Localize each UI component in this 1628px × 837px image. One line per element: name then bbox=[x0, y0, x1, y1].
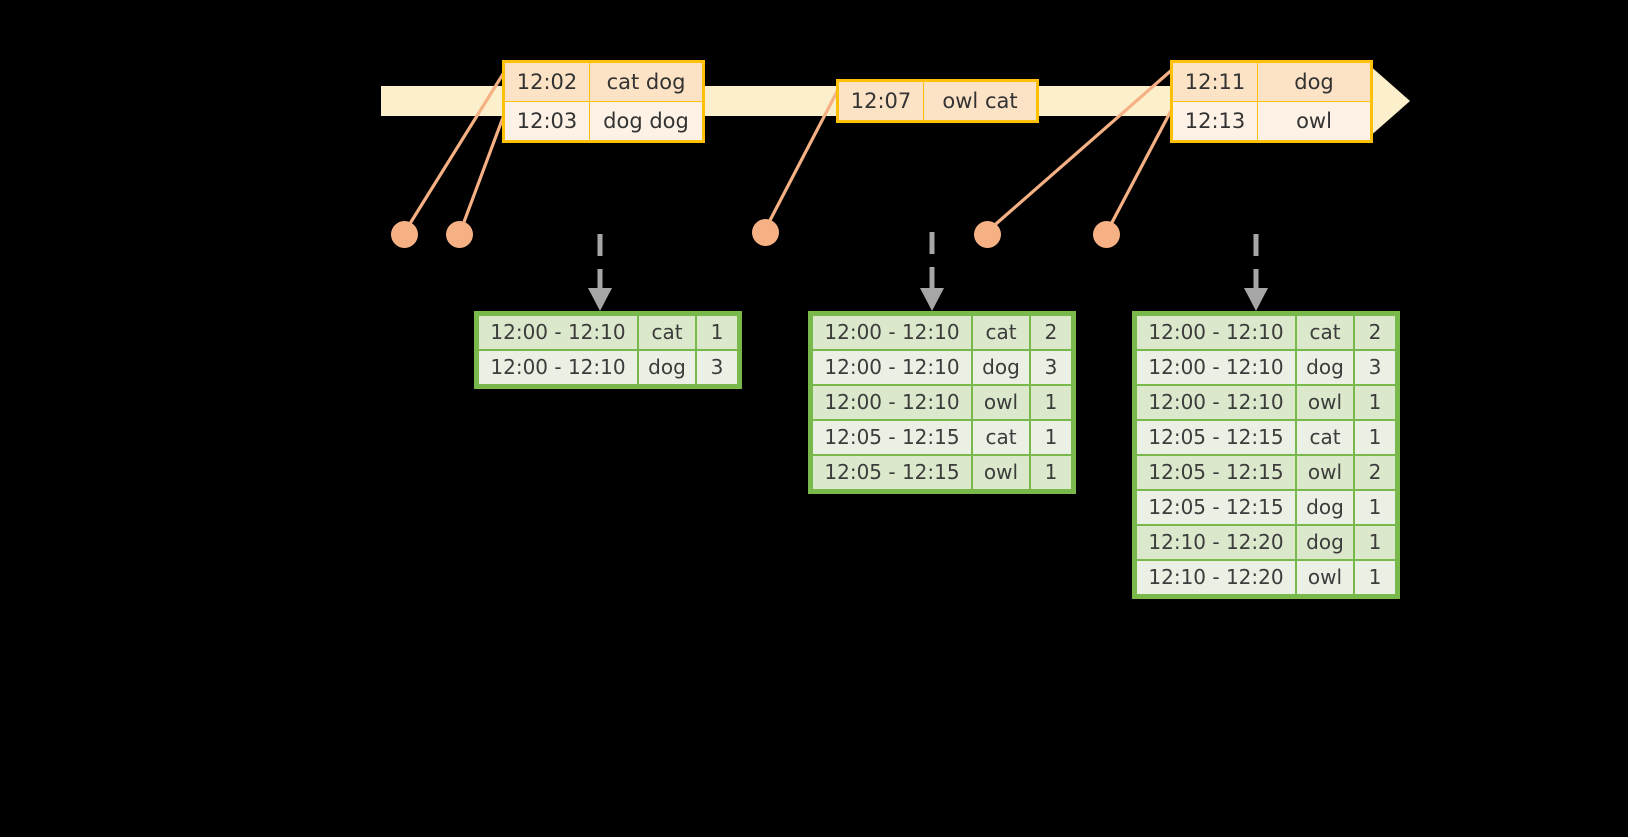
window-range: 12:00 - 12:10 bbox=[1137, 316, 1295, 349]
count-value: 1 bbox=[1355, 491, 1395, 524]
window-range: 12:05 - 12:15 bbox=[1137, 491, 1295, 524]
table-row[interactable]: 12:00 - 12:10 owl 1 bbox=[813, 386, 1071, 419]
event-row[interactable]: 12:13 owl bbox=[1171, 101, 1372, 142]
window-range: 12:10 - 12:20 bbox=[1137, 526, 1295, 559]
event-words: dog dog bbox=[589, 101, 704, 142]
table-row[interactable]: 12:05 - 12:15 cat 1 bbox=[813, 421, 1071, 454]
event-group-1[interactable]: 12:02 cat dog 12:03 dog dog bbox=[502, 60, 705, 143]
table-row[interactable]: 12:00 - 12:10 cat 1 bbox=[479, 316, 737, 349]
event-row[interactable]: 12:03 dog dog bbox=[503, 101, 704, 142]
word-value: dog bbox=[973, 351, 1029, 384]
event-words: owl cat bbox=[923, 80, 1038, 122]
count-value: 3 bbox=[697, 351, 737, 384]
count-value: 1 bbox=[1355, 526, 1395, 559]
event-words: cat dog bbox=[589, 61, 704, 102]
table-row[interactable]: 12:05 - 12:15 owl 2 bbox=[1137, 456, 1395, 489]
event-words: owl bbox=[1257, 101, 1372, 142]
table-row[interactable]: 12:00 - 12:10 dog 3 bbox=[813, 351, 1071, 384]
count-value: 1 bbox=[1031, 421, 1071, 454]
window-range: 12:00 - 12:10 bbox=[813, 386, 971, 419]
count-value: 1 bbox=[1355, 561, 1395, 594]
event-marker-1 bbox=[391, 221, 418, 248]
window-range: 12:05 - 12:15 bbox=[813, 421, 971, 454]
event-marker-2 bbox=[446, 221, 473, 248]
word-value: cat bbox=[973, 316, 1029, 349]
word-value: owl bbox=[973, 386, 1029, 419]
event-time: 12:11 bbox=[1171, 61, 1258, 102]
count-value: 1 bbox=[697, 316, 737, 349]
event-group-3[interactable]: 12:11 dog 12:13 owl bbox=[1170, 60, 1373, 143]
table-row[interactable]: 12:05 - 12:15 dog 1 bbox=[1137, 491, 1395, 524]
event-marker-4 bbox=[974, 221, 1001, 248]
table-row[interactable]: 12:00 - 12:10 dog 3 bbox=[479, 351, 737, 384]
count-value: 3 bbox=[1031, 351, 1071, 384]
event-marker-5 bbox=[1093, 221, 1120, 248]
word-value: owl bbox=[973, 456, 1029, 489]
event-time: 12:13 bbox=[1171, 101, 1258, 142]
word-value: cat bbox=[1297, 316, 1353, 349]
window-range: 12:00 - 12:10 bbox=[1137, 351, 1295, 384]
window-range: 12:10 - 12:20 bbox=[1137, 561, 1295, 594]
table-row[interactable]: 12:05 - 12:15 cat 1 bbox=[1137, 421, 1395, 454]
table-row[interactable]: 12:00 - 12:10 dog 3 bbox=[1137, 351, 1395, 384]
window-range: 12:00 - 12:10 bbox=[813, 316, 971, 349]
count-value: 3 bbox=[1355, 351, 1395, 384]
count-value: 2 bbox=[1355, 456, 1395, 489]
count-value: 1 bbox=[1355, 421, 1395, 454]
word-value: owl bbox=[1297, 561, 1353, 594]
connector-line-1 bbox=[404, 64, 510, 232]
word-value: dog bbox=[1297, 351, 1353, 384]
window-range: 12:00 - 12:10 bbox=[479, 316, 637, 349]
window-range: 12:00 - 12:10 bbox=[813, 351, 971, 384]
word-value: owl bbox=[1297, 456, 1353, 489]
event-marker-3 bbox=[752, 219, 779, 246]
flow-arrow-head-2 bbox=[920, 288, 944, 311]
event-row[interactable]: 12:02 cat dog bbox=[503, 61, 704, 102]
flow-arrows bbox=[597, 232, 1259, 290]
event-group-2[interactable]: 12:07 owl cat bbox=[836, 79, 1039, 123]
connector-line-5 bbox=[1106, 103, 1176, 232]
window-range: 12:05 - 12:15 bbox=[1137, 456, 1295, 489]
table-row[interactable]: 12:00 - 12:10 cat 2 bbox=[1137, 316, 1395, 349]
event-row[interactable]: 12:07 owl cat bbox=[837, 80, 1038, 122]
word-value: cat bbox=[639, 316, 695, 349]
result-table-2[interactable]: 12:00 - 12:10 cat 2 12:00 - 12:10 dog 3 … bbox=[808, 311, 1076, 494]
count-value: 1 bbox=[1031, 386, 1071, 419]
event-row[interactable]: 12:11 dog bbox=[1171, 61, 1372, 102]
flow-arrow-heads bbox=[588, 288, 1268, 311]
flow-arrow-head-3 bbox=[1244, 288, 1268, 311]
word-value: owl bbox=[1297, 386, 1353, 419]
count-value: 1 bbox=[1355, 386, 1395, 419]
event-words: dog bbox=[1257, 61, 1372, 102]
window-range: 12:05 - 12:15 bbox=[813, 456, 971, 489]
word-value: dog bbox=[1297, 526, 1353, 559]
table-row[interactable]: 12:00 - 12:10 owl 1 bbox=[1137, 386, 1395, 419]
connector-line-2 bbox=[459, 102, 510, 232]
result-table-3[interactable]: 12:00 - 12:10 cat 2 12:00 - 12:10 dog 3 … bbox=[1132, 311, 1400, 599]
word-value: dog bbox=[639, 351, 695, 384]
event-time: 12:02 bbox=[503, 61, 590, 102]
word-value: dog bbox=[1297, 491, 1353, 524]
table-row[interactable]: 12:10 - 12:20 owl 1 bbox=[1137, 561, 1395, 594]
window-range: 12:05 - 12:15 bbox=[1137, 421, 1295, 454]
table-row[interactable]: 12:10 - 12:20 dog 1 bbox=[1137, 526, 1395, 559]
word-value: cat bbox=[973, 421, 1029, 454]
window-range: 12:00 - 12:10 bbox=[479, 351, 637, 384]
event-time: 12:07 bbox=[837, 80, 924, 122]
connector-line-3 bbox=[764, 84, 842, 230]
table-row[interactable]: 12:05 - 12:15 owl 1 bbox=[813, 456, 1071, 489]
flow-arrow-head-1 bbox=[588, 288, 612, 311]
count-value: 2 bbox=[1355, 316, 1395, 349]
event-time: 12:03 bbox=[503, 101, 590, 142]
table-row[interactable]: 12:00 - 12:10 cat 2 bbox=[813, 316, 1071, 349]
word-value: cat bbox=[1297, 421, 1353, 454]
count-value: 2 bbox=[1031, 316, 1071, 349]
result-table-1[interactable]: 12:00 - 12:10 cat 1 12:00 - 12:10 dog 3 bbox=[474, 311, 742, 389]
count-value: 1 bbox=[1031, 456, 1071, 489]
window-range: 12:00 - 12:10 bbox=[1137, 386, 1295, 419]
